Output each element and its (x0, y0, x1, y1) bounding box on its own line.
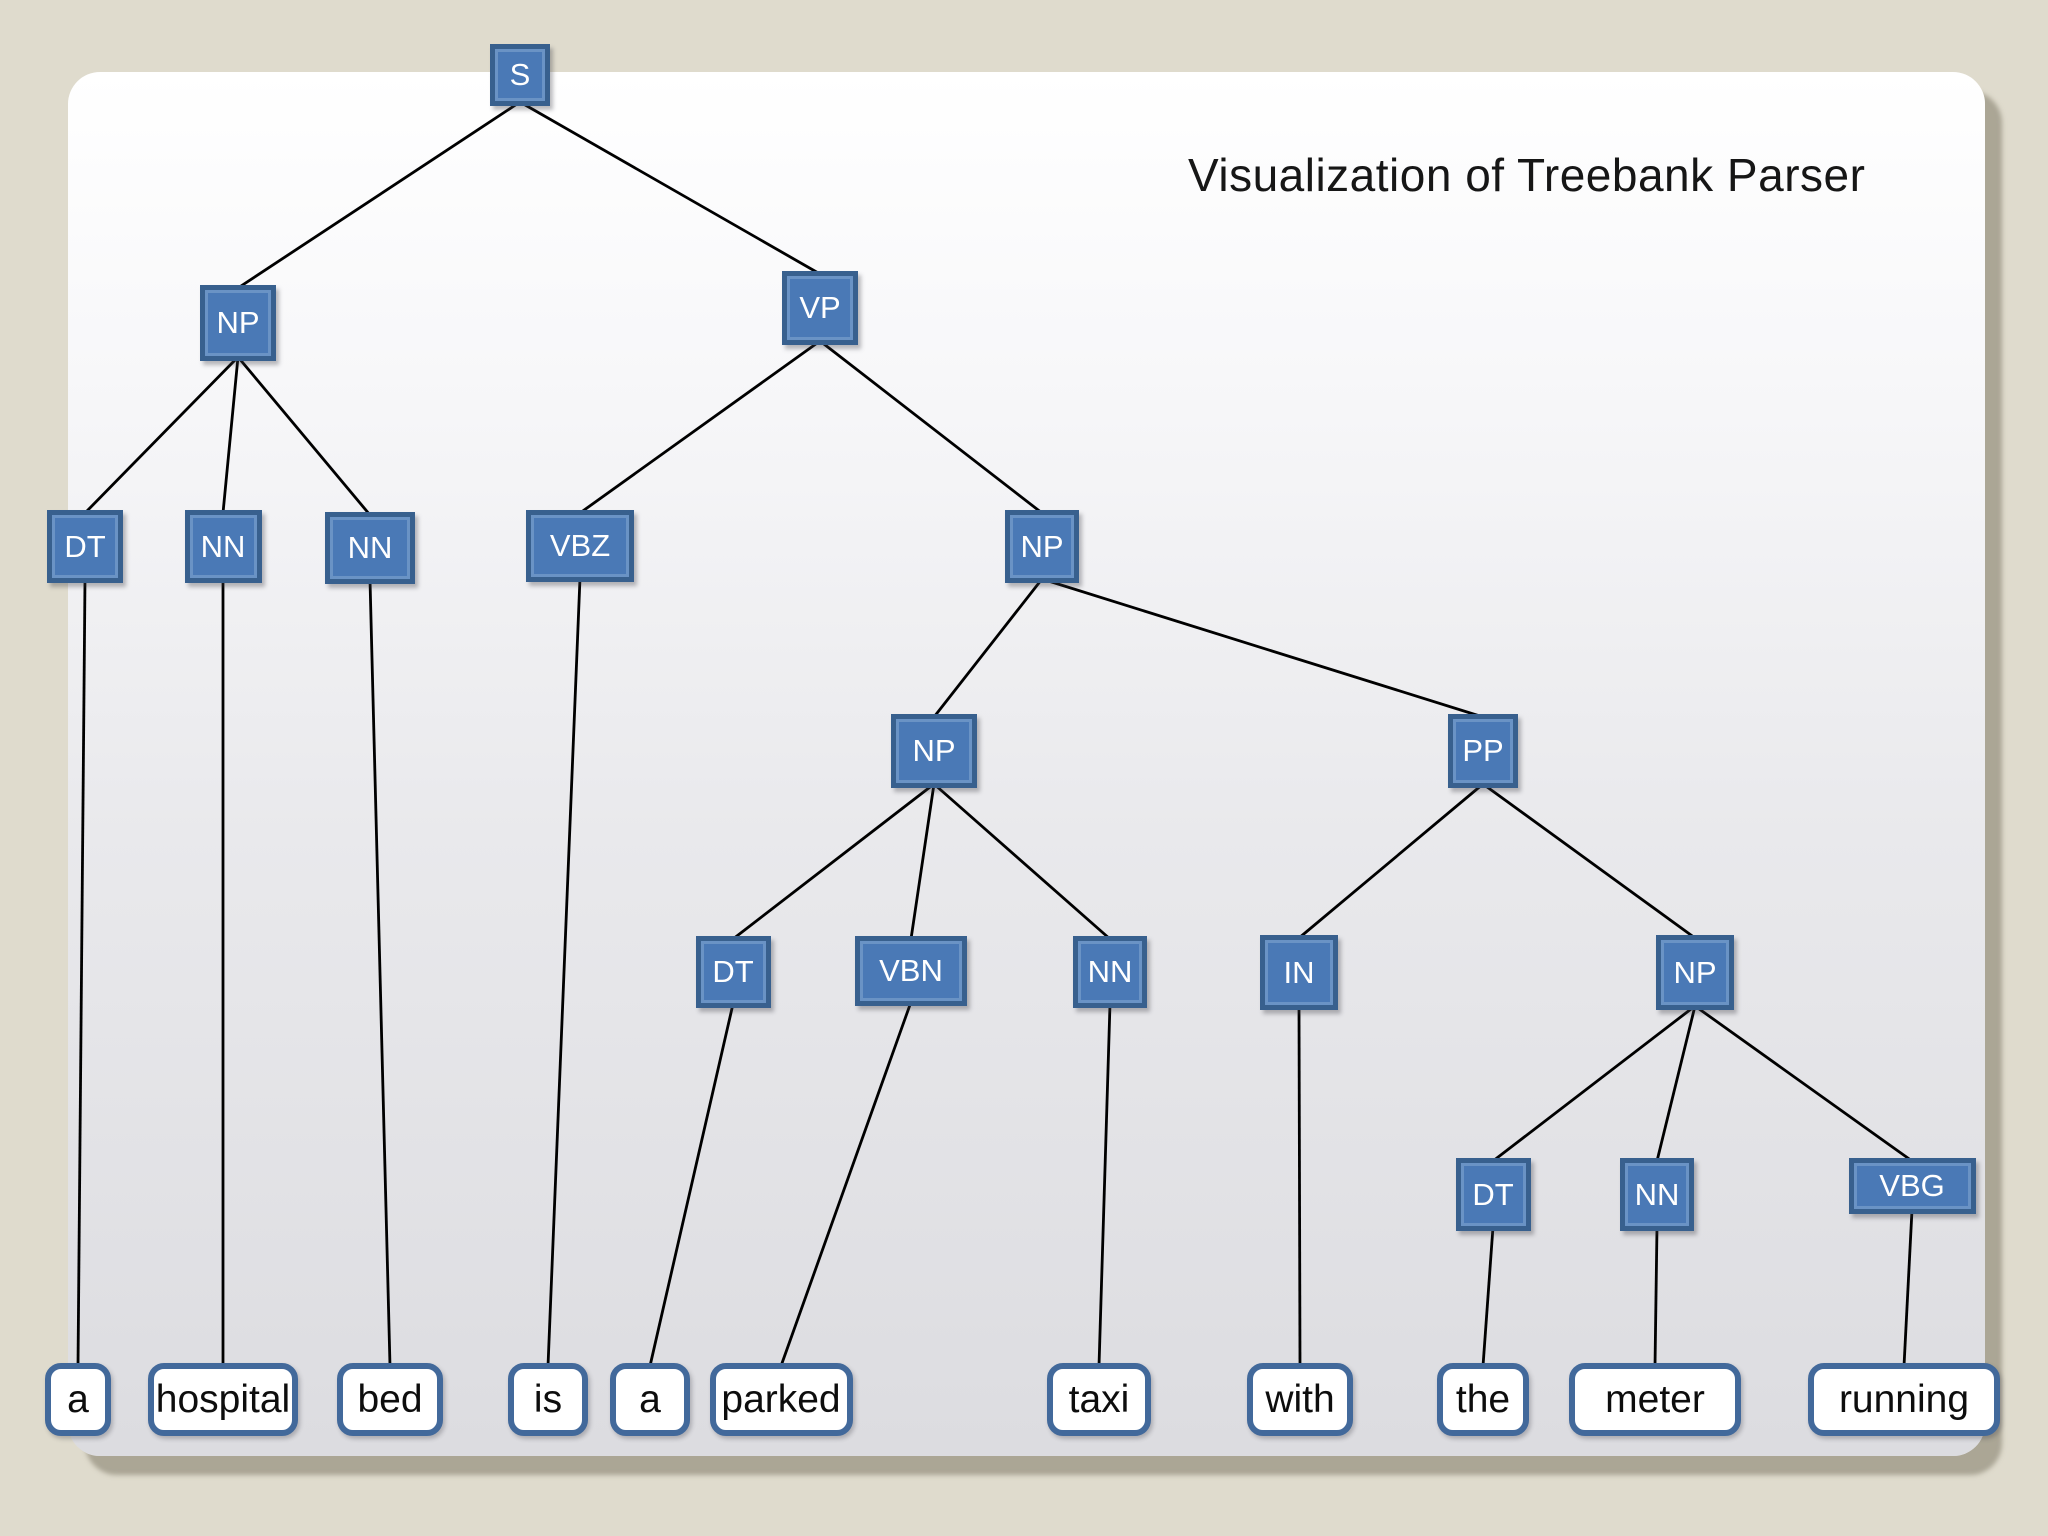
tree-node-VP: VP (782, 271, 858, 345)
tree-edge (932, 578, 1044, 718)
tree-edge (732, 782, 935, 941)
tree-edge (819, 339, 1043, 515)
word-box-w6: parked (709, 1363, 853, 1436)
tree-node-DT_1: DT (47, 510, 123, 583)
tree-edge (546, 577, 582, 1367)
tree-edge (1041, 577, 1484, 719)
tree-node-VBN: VBN (855, 936, 967, 1006)
tree-node-NP_1: NP (200, 285, 276, 361)
tree-node-DT_2: DT (695, 936, 771, 1008)
tree-node-NP_4: NP (1656, 935, 1734, 1010)
tree-edge (519, 100, 821, 276)
tree-node-NN_2: NN (325, 512, 415, 584)
tree-edge (648, 1003, 735, 1367)
tree-edge (1482, 782, 1696, 940)
tree-node-IN: IN (1260, 935, 1338, 1010)
tree-node-VBZ: VBZ (526, 510, 634, 582)
word-box-w2: hospital (148, 1363, 298, 1436)
tree-edge (933, 782, 1111, 941)
tree-edge (1481, 1226, 1495, 1367)
tree-edge (1655, 1005, 1697, 1162)
tree-edge (1902, 1209, 1914, 1367)
tree-edge (236, 356, 372, 516)
word-box-w11: running (1808, 1363, 2000, 1436)
tree-node-PP: PP (1448, 714, 1518, 788)
tree-node-S: S (490, 44, 550, 106)
tree-edge (368, 579, 392, 1367)
tree-edge (579, 339, 821, 515)
word-box-w9: the (1437, 1363, 1529, 1436)
tree-node-NP_2: NP (1005, 510, 1079, 583)
tree-edge (1097, 1003, 1112, 1367)
word-box-w5: a (610, 1363, 690, 1436)
tree-edge (1694, 1004, 1913, 1163)
tree-edge (76, 578, 87, 1367)
tree-edge (237, 100, 521, 290)
word-box-w8: with (1247, 1363, 1353, 1436)
tree-node-VBG: VBG (1848, 1158, 1976, 1214)
word-box-w10: meter (1569, 1363, 1741, 1436)
tree-node-NN_3: NN (1073, 936, 1147, 1008)
tree-edge (221, 356, 240, 514)
word-box-w1: a (45, 1363, 111, 1436)
tree-edge (1653, 1226, 1659, 1367)
tree-edge (84, 356, 239, 514)
tree-edge (1492, 1004, 1696, 1163)
tree-edge (1297, 1005, 1302, 1367)
diagram-title: Visualization of Treebank Parser (1188, 149, 1866, 201)
word-box-w4: is (508, 1363, 588, 1436)
tree-node-NP_3: NP (891, 714, 977, 788)
tree-node-DT_3: DT (1455, 1158, 1531, 1231)
tree-node-NN_1: NN (184, 510, 262, 583)
tree-edge (1298, 782, 1484, 940)
word-box-w7: taxi (1047, 1363, 1151, 1436)
tree-node-NN_4: NN (1620, 1158, 1694, 1231)
word-box-w3: bed (337, 1363, 443, 1436)
tree-edge (909, 783, 936, 940)
tree-edge (779, 1001, 913, 1367)
